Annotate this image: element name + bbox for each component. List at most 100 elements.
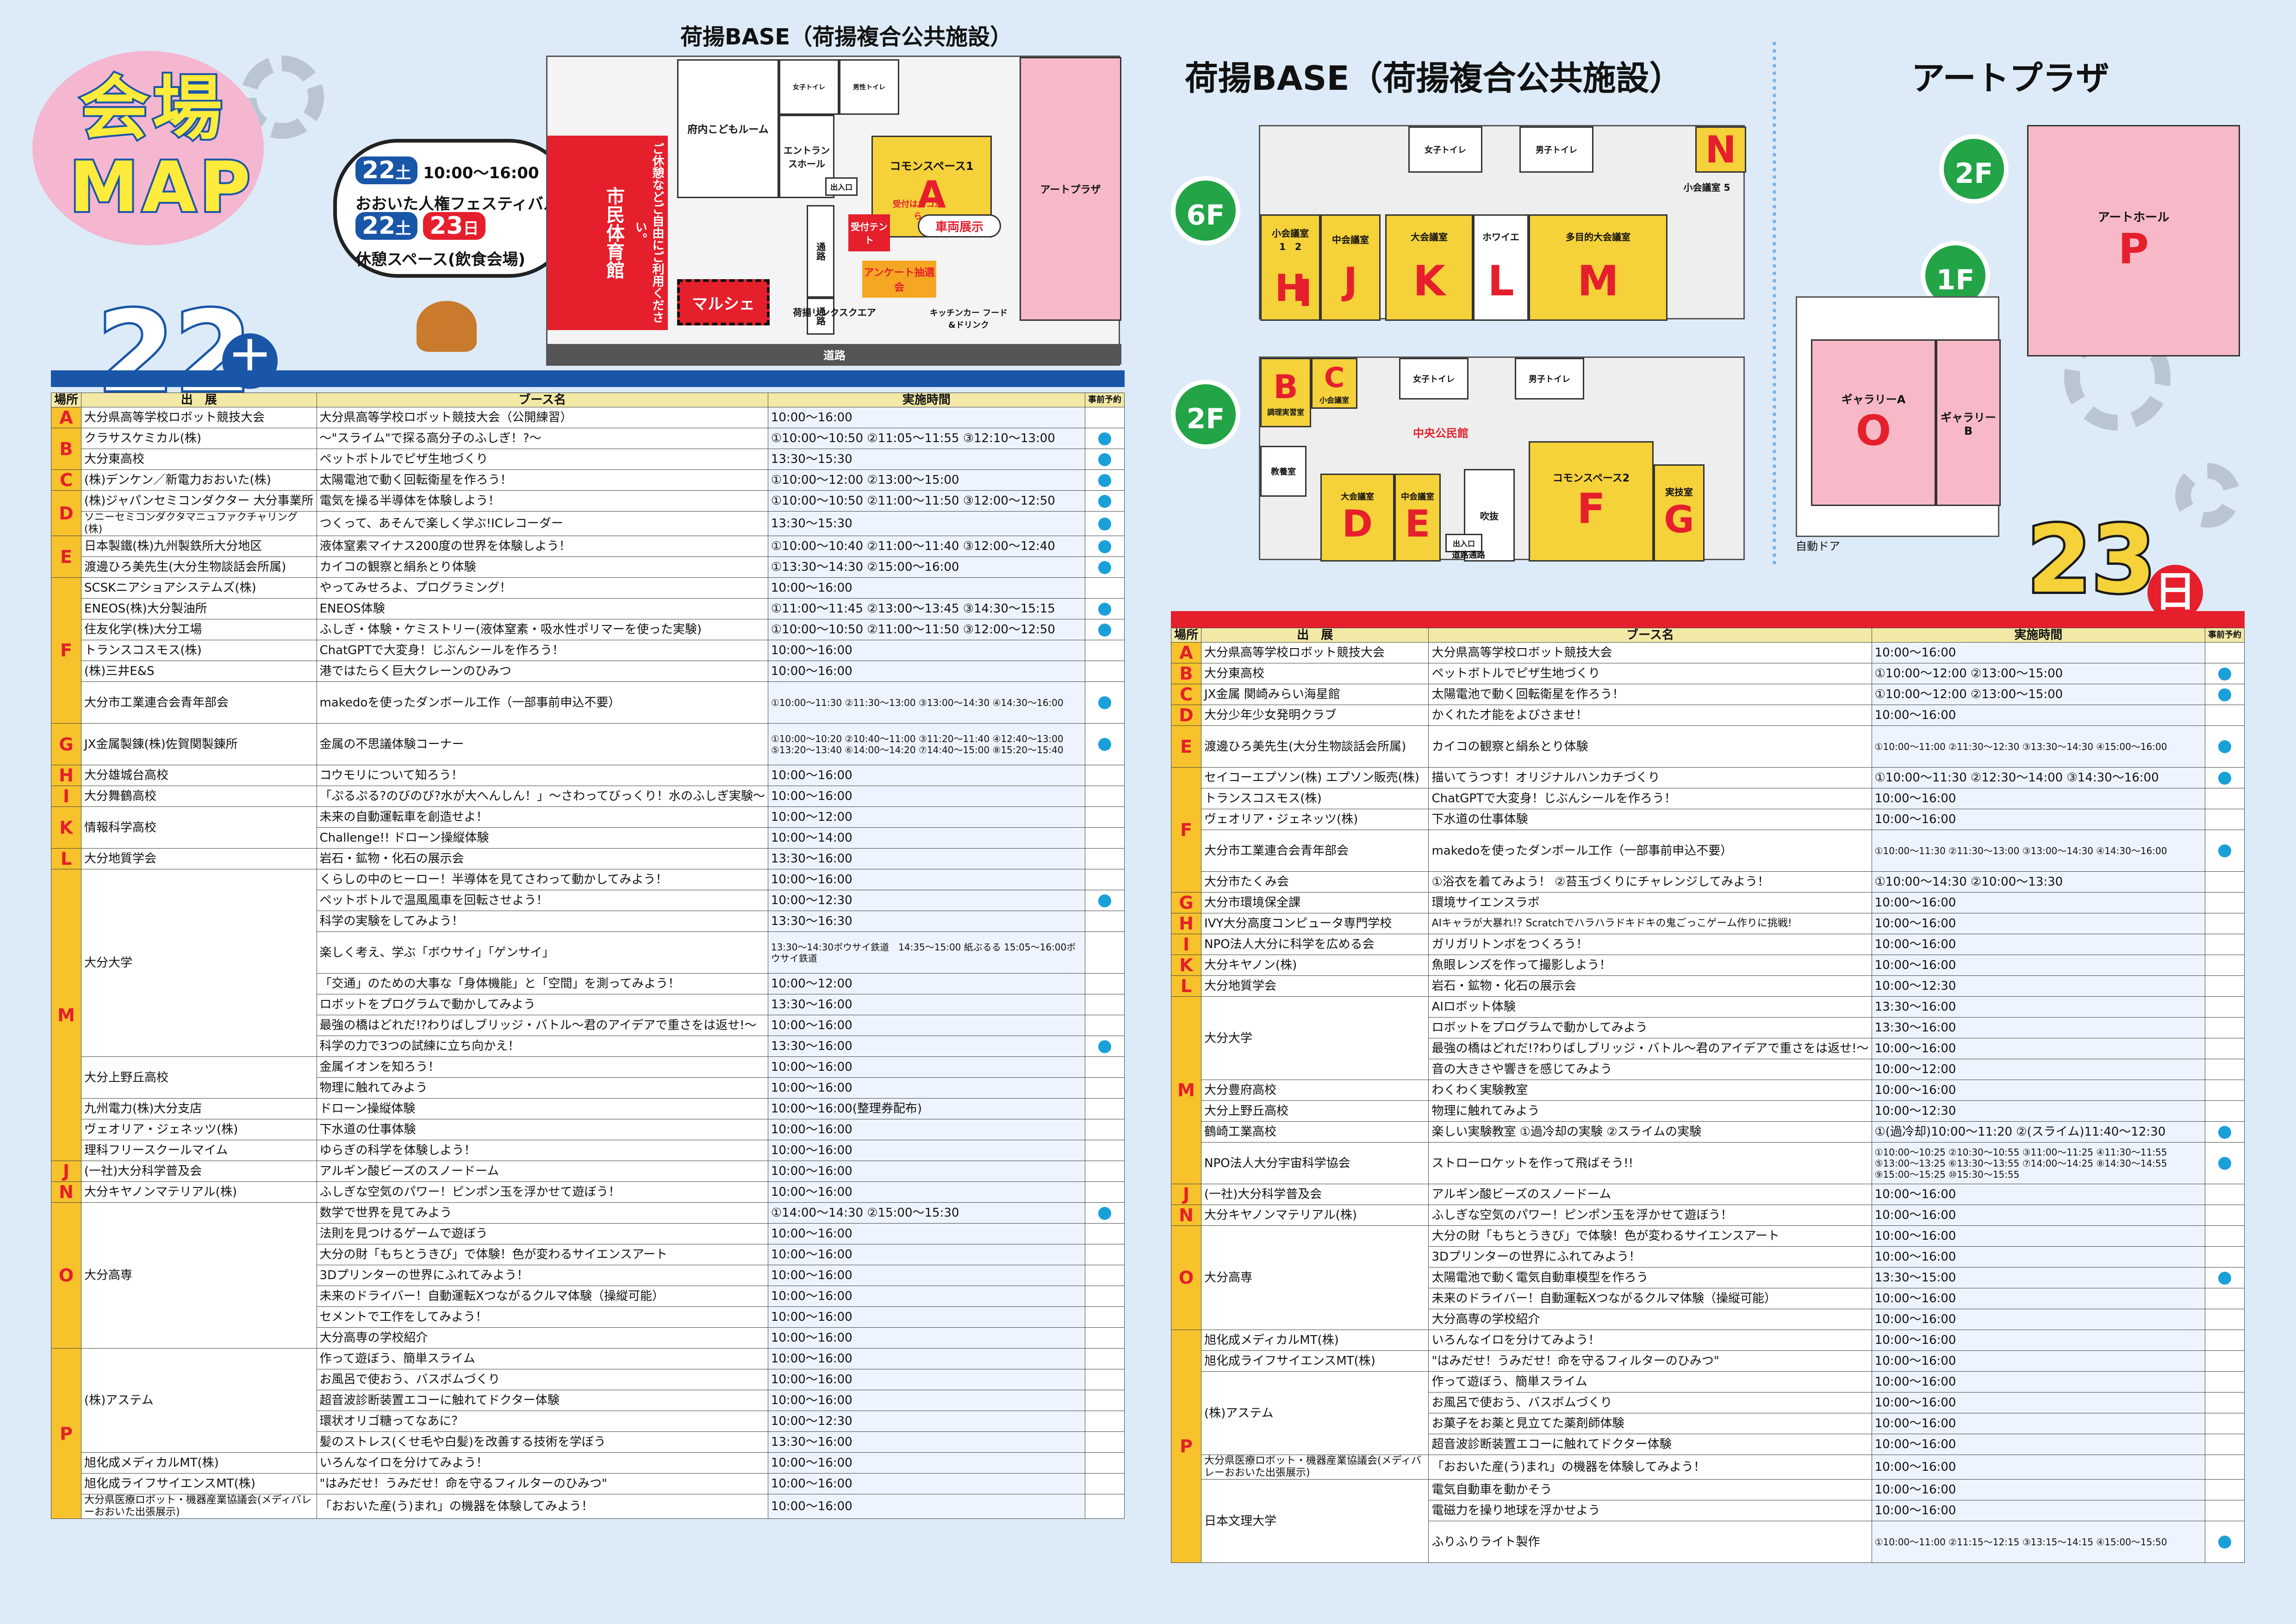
- time-cell: 10:00～16:00: [767, 1119, 1086, 1140]
- reservation-cell: [1085, 848, 1125, 869]
- booth-cell: 大分高専の学校紹介: [316, 1327, 768, 1349]
- reservation-cell: [2204, 1142, 2245, 1184]
- exhibitor-cell: JX金属 関崎みらい海星館: [1201, 684, 1429, 705]
- time-cell: ①10:00～11:00 ②11:30～12:30 ③13:30～14:30 ④…: [1871, 725, 2205, 768]
- time-cell: 10:00～12:30: [1871, 1100, 2205, 1122]
- time-cell: ①10:00～10:50 ②11:00～11:50 ③12:00～12:50: [767, 619, 1086, 640]
- booth-cell: 楽しい実験教室 ①過冷却の実験 ②スライムの実験: [1428, 1121, 1872, 1143]
- booth-cell: 電磁力を操り地球を浮かせよう: [1428, 1500, 1872, 1521]
- reservation-required-icon: [2218, 1157, 2231, 1170]
- reservation-cell: [2204, 955, 2245, 976]
- booth-cell: ChatGPTで大変身！じぶんシールを作ろう！: [316, 640, 768, 661]
- table-row: 旭化成メディカルMT(株)いろんなイロを分けてみよう！10:00～16:00: [51, 1452, 1125, 1474]
- time-cell: 10:00～16:00: [1871, 955, 2205, 976]
- time-cell: 10:00～16:00: [1871, 1455, 2205, 1480]
- gym-area: 市民体育館 ご休憩などご自由にご利用ください。: [548, 136, 668, 330]
- booth-cell: アルギン酸ビーズのスノードーム: [1428, 1184, 1872, 1205]
- time-cell: ①10:00～11:30 ②12:30～14:00 ③14:30～16:00: [1871, 767, 2205, 788]
- location-letter: M: [1170, 996, 1202, 1184]
- location-letter: H: [50, 765, 82, 786]
- floor-1f-map: 市民体育館 ご休憩などご自由にご利用ください。 府内こどもルーム 女子トイレ 男…: [546, 56, 1121, 366]
- exhibitor-cell: ヴェオリア・ジェネッツ(株): [81, 1119, 317, 1140]
- booth-cell: ペットボトルでピザ生地づくり: [1428, 663, 1872, 684]
- floor-6f-badge: 6F: [1171, 176, 1240, 245]
- time-cell: ①(過冷却)10:00～11:20 ②(スライム)11:40～12:30: [1871, 1121, 2205, 1143]
- reservation-cell: [1085, 911, 1125, 932]
- time-cell: 10:00～16:00: [767, 1056, 1086, 1078]
- reservation-cell: [1085, 1098, 1125, 1119]
- location-letter: N: [50, 1181, 82, 1203]
- reservation-cell: [1085, 994, 1125, 1015]
- booth-cell: かくれた才能をよびさませ！: [1428, 705, 1872, 726]
- booth-cell: 「ぷるぷる?のびのび?水が大へんしん！」～さわってびっくり！水のふしぎ実験～: [316, 786, 768, 807]
- booth-cell: 港ではたらく巨大クレーンのひみつ: [316, 661, 768, 682]
- booth-cell: やってみせろよ、プログラミング！: [316, 577, 768, 599]
- table-row: 旭化成ライフサイエンスMT(株)"はみだせ！うみだせ！命を守るフィルターのひみつ…: [1171, 1350, 2245, 1372]
- booth-cell: コウモリについて知ろう！: [316, 765, 768, 786]
- exhibitor-cell: JX金属製錬(株)佐賀関製錬所: [81, 723, 317, 765]
- reservation-cell: [2204, 1330, 2245, 1351]
- exhibitor-cell: 大分キヤノンマテリアル(株): [1201, 1205, 1429, 1226]
- col-reservation: 事前予約: [1085, 393, 1125, 407]
- gallery-b: ギャラリーB: [1936, 339, 2001, 506]
- booth-cell: 髪のストレス(くせ毛や白髪)を改善する技術を学ぼう: [316, 1431, 768, 1453]
- table-row: D(株)ジャパンセミコンダクター 大分事業所電気を操る半導体を体験しよう！①10…: [50, 490, 1125, 536]
- booth-cell: Challenge!! ドローン操縦体験: [316, 827, 768, 849]
- location-letter: E: [50, 536, 82, 578]
- exhibitor-cell: 大分上野丘高校: [1201, 1100, 1429, 1122]
- time-cell: ①10:00～10:50 ②11:00～11:50 ③12:00～12:50: [767, 490, 1086, 512]
- location-letter: G: [1170, 892, 1202, 913]
- booth-cell: 大分高専の学校紹介: [1428, 1309, 1872, 1330]
- date-23-badge: 23日: [423, 212, 485, 240]
- exhibitor-cell: セイコーエプソン(株) エプソン販売(株): [1201, 767, 1429, 788]
- reservation-cell: [2204, 788, 2245, 809]
- exhibitor-cell: SCSKニアショアシステムズ(株): [81, 577, 317, 599]
- reservation-cell: [2204, 913, 2245, 934]
- reservation-cell: [2204, 1500, 2245, 1521]
- date-22-badge: 22土: [355, 212, 418, 240]
- location-letter: N: [1170, 1205, 1202, 1226]
- time-cell: 10:00～16:00: [767, 661, 1086, 682]
- art-plaza-block: アートプラザ: [1020, 57, 1121, 321]
- exhibitor-cell: 大分大学: [81, 869, 317, 1057]
- booth-cell: 岩石・鉱物・化石の展示会: [316, 848, 768, 869]
- time-cell: 10:00～16:00: [1871, 1371, 2205, 1393]
- booth-cell: 物理に触れてみよう: [316, 1077, 768, 1099]
- reservation-cell: [2204, 1080, 2245, 1101]
- time-cell: ①10:00～11:30 ②11:30～13:00 ③13:00～14:30 ④…: [767, 681, 1086, 724]
- time-cell: 10:00～16:00: [767, 1015, 1086, 1036]
- table-row: 住友化学(株)大分工場ふしぎ・体験・ケミストリー(液体窒素・吸水性ポリマーを使っ…: [51, 619, 1125, 640]
- time-cell: 10:00～16:00: [767, 1181, 1086, 1203]
- reservation-cell: [1085, 1411, 1125, 1432]
- time-cell: 10:00～16:00: [1871, 1246, 2205, 1268]
- reservation-cell: [1085, 1015, 1125, 1036]
- time-cell: 10:00～12:30: [767, 890, 1086, 911]
- exhibitor-cell: (株)アステム: [1201, 1371, 1429, 1455]
- exhibitor-cell: 大分県高等学校ロボット競技大会: [1201, 642, 1429, 663]
- reservation-required-icon: [1098, 1040, 1111, 1053]
- booth-cell: 大分の財「もちとうきび」で体験！色が変わるサイエンスアート: [1428, 1225, 1872, 1247]
- time-cell: 10:00～12:00: [767, 973, 1086, 994]
- booth-cell: ペットボトルで温風風車を回転させよう！: [316, 890, 768, 911]
- booth-cell: 「おおいた産(う)まれ」の機器を体験してみよう！: [316, 1494, 768, 1519]
- exhibitor-cell: 理科フリースクールマイム: [81, 1140, 317, 1161]
- location-letter: J: [50, 1161, 82, 1182]
- time-cell: ①10:00～14:30 ②10:00～13:30: [1871, 871, 2205, 893]
- booth-cell: 下水道の仕事体験: [1428, 809, 1872, 830]
- col-location: 場所: [50, 393, 82, 407]
- reservation-cell: [2204, 1100, 2245, 1122]
- booth-cell: ロボットをプログラムで動かしてみよう: [316, 994, 768, 1015]
- location-letter: C: [50, 469, 82, 491]
- booth-cell: 下水道の仕事体験: [316, 1119, 768, 1140]
- booth-cell: 楽しく考え、学ぶ「ボウサイ」「ゲンサイ」: [316, 931, 768, 974]
- time-cell: ①11:00～11:45 ②13:00～13:45 ③14:30～15:15: [767, 598, 1086, 619]
